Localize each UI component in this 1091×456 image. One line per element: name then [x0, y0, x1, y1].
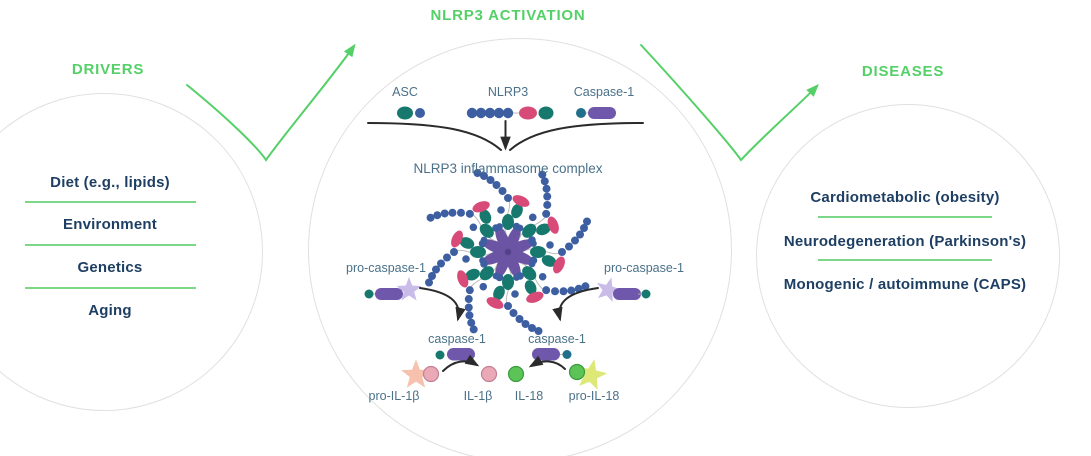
diseases-circle	[756, 104, 1060, 408]
caspase1-right-enzyme-icon	[532, 348, 572, 361]
pro-il1b-icon	[401, 359, 440, 388]
activation-title: NLRP3 ACTIVATION	[430, 7, 586, 24]
nlrp3-icon	[466, 106, 554, 120]
caspase1-icon	[576, 107, 616, 119]
complex-label: NLRP3 inflammasome complex	[413, 161, 603, 176]
caspase1-left-label: caspase-1	[428, 332, 486, 346]
pro-caspase1-left-label: pro-caspase-1	[346, 261, 426, 275]
drivers-item: Diet (e.g., lipids)	[50, 174, 170, 191]
inflammasome-rosette-icon	[424, 168, 592, 336]
drivers-separator	[25, 287, 196, 289]
activation-to-diseases-arrow	[640, 44, 819, 162]
asc-icon	[397, 106, 425, 120]
pro-caspase1-right-arrow	[552, 287, 599, 322]
drivers-circle	[0, 93, 263, 411]
pro-il18-label: pro-IL-18	[568, 389, 620, 403]
diseases-item: Cardiometabolic (obesity)	[810, 189, 1000, 206]
drivers-separator	[25, 201, 196, 203]
pro-caspase1-left-icon	[364, 277, 422, 301]
il1b-icon	[480, 365, 498, 383]
drivers-separator	[25, 244, 196, 246]
pro-caspase1-right-label: pro-caspase-1	[604, 261, 684, 275]
diseases-separator	[818, 216, 992, 218]
pro-caspase1-right-icon	[593, 274, 651, 304]
nlrp3-label: NLRP3	[487, 85, 529, 99]
il18-cleavage-arrow	[528, 355, 566, 370]
caspase1-left-enzyme-icon	[435, 348, 475, 361]
diseases-item: Monogenic / autoimmune (CAPS)	[783, 276, 1027, 293]
drivers-to-activation-arrow	[186, 43, 356, 162]
diseases-item: Neurodegeneration (Parkinson's)	[783, 233, 1027, 250]
caspase1-right-label: caspase-1	[528, 332, 586, 346]
drivers-item: Genetics	[77, 259, 143, 276]
drivers-item: Aging	[88, 302, 132, 319]
il1b-cleavage-arrow	[442, 354, 480, 372]
drivers-item: Environment	[63, 216, 157, 233]
assembly-merge-arrow	[367, 120, 644, 151]
il18-icon	[507, 365, 525, 383]
il1b-label: IL-1β	[463, 389, 493, 403]
drivers-title: DRIVERS	[71, 61, 145, 78]
il18-label: IL-18	[514, 389, 544, 403]
diseases-title: DISEASES	[861, 63, 945, 80]
caspase1-label: Caspase-1	[573, 85, 635, 99]
pro-caspase1-left-arrow	[419, 287, 466, 322]
pro-il1b-label: pro-IL-1β	[368, 389, 420, 403]
pro-il18-icon	[568, 355, 610, 392]
diseases-separator	[818, 259, 992, 261]
asc-label: ASC	[392, 85, 418, 99]
